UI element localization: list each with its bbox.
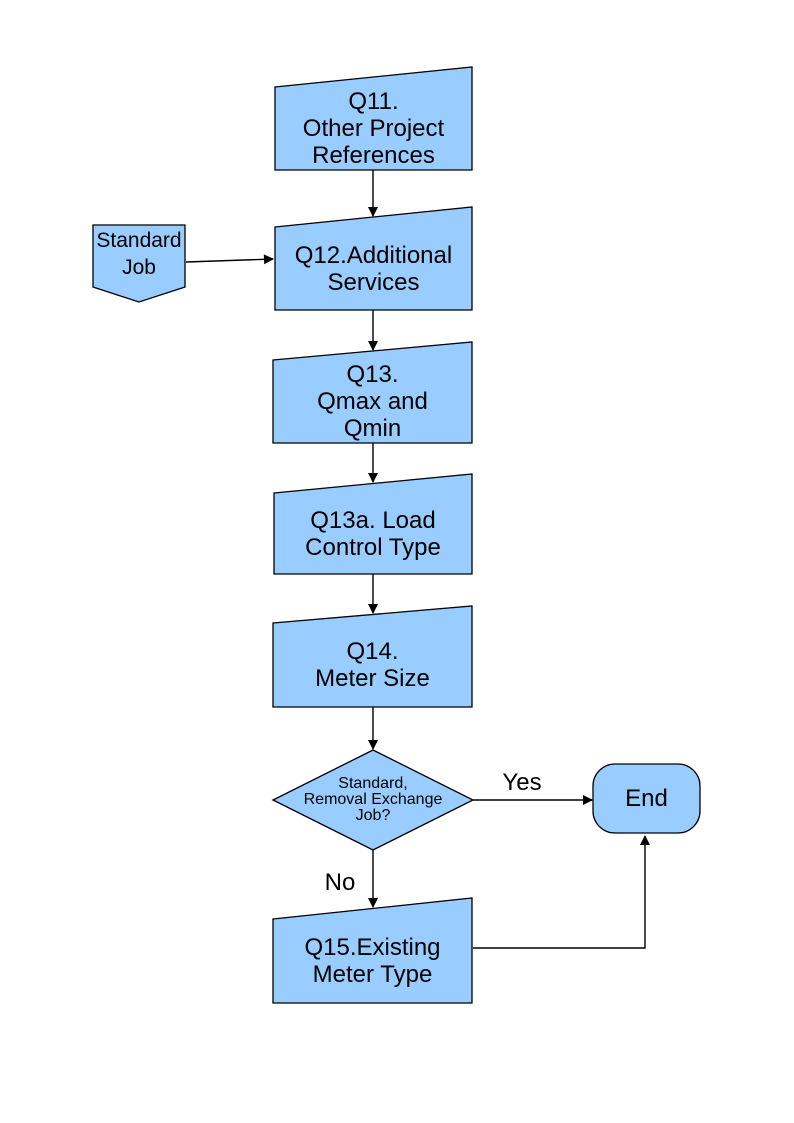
node-q13a-shape xyxy=(273,473,473,575)
edge-q15-end xyxy=(473,835,650,949)
node-q11-shape xyxy=(274,66,473,171)
edge-standard-job-q12 xyxy=(185,254,274,265)
node-standard-job-shape xyxy=(92,224,186,303)
node-q13-shape xyxy=(272,341,473,444)
node-q12-shape xyxy=(274,206,473,311)
node-decision-shape xyxy=(271,749,475,851)
node-q14-shape xyxy=(272,605,473,708)
node-q15-shape xyxy=(272,897,473,1004)
node-end-shape xyxy=(592,763,701,834)
